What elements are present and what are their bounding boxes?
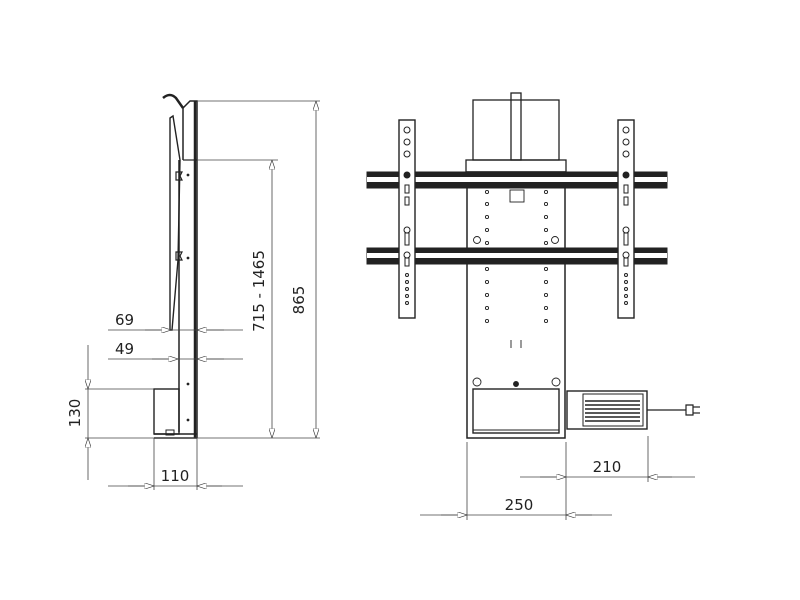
dim-210: 210 (593, 458, 622, 476)
dim-250: 250 (505, 496, 534, 514)
front-dimensions (420, 436, 695, 520)
dim-69: 69 (115, 311, 134, 329)
dim-49: 49 (115, 340, 134, 358)
side-view (153, 93, 198, 439)
dim-865: 865 (290, 286, 308, 315)
dim-lift-range: 715 - 1465 (250, 250, 268, 332)
dim-110: 110 (161, 467, 190, 485)
dim-130: 130 (66, 399, 84, 428)
side-dimensions (85, 100, 320, 490)
front-view (366, 92, 700, 439)
